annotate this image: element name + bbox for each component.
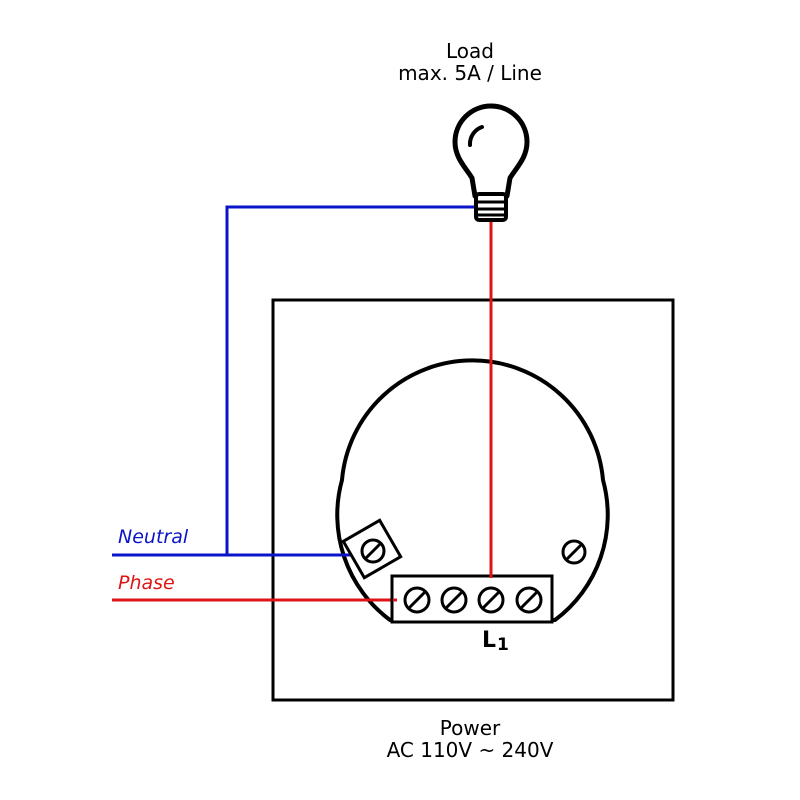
screw-terminal-icon bbox=[440, 586, 468, 614]
wall-box bbox=[271, 298, 675, 702]
terminal-l1-label: L1 bbox=[482, 628, 509, 655]
screw-terminal-icon bbox=[403, 586, 431, 614]
terminal-strip bbox=[390, 574, 554, 624]
load-rating: max. 5A / Line bbox=[398, 61, 542, 85]
light-bulb-icon bbox=[452, 103, 530, 222]
power-title: Power bbox=[439, 716, 501, 740]
screw-terminal-icon bbox=[561, 539, 587, 565]
phase-label: Phase bbox=[118, 572, 175, 594]
screw-terminal-icon bbox=[515, 586, 543, 614]
terminal-index: 1 bbox=[497, 635, 509, 655]
neutral-wire bbox=[112, 205, 477, 557]
screw-terminal-icon bbox=[360, 538, 386, 564]
power-label: Power AC 110V ~ 240V bbox=[330, 717, 610, 761]
screw-terminal-icon bbox=[477, 586, 505, 614]
switch-module bbox=[335, 358, 610, 622]
load-title: Load bbox=[446, 39, 494, 63]
neutral-terminal bbox=[341, 518, 403, 580]
terminal-letter: L bbox=[482, 628, 497, 653]
neutral-label: Neutral bbox=[118, 526, 189, 548]
power-voltage: AC 110V ~ 240V bbox=[386, 738, 554, 762]
load-label: Load max. 5A / Line bbox=[330, 40, 610, 84]
